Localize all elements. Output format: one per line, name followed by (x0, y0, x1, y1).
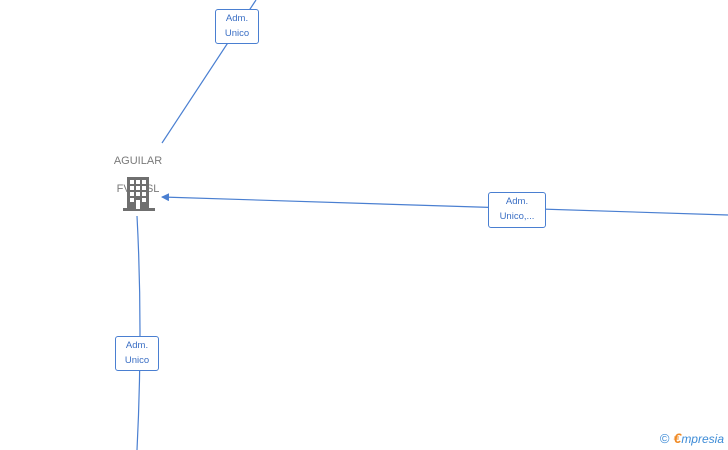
edge-label-right-line1: Adm. (505, 196, 529, 207)
edge-line-right (161, 193, 728, 216)
edge-line-bottom (136, 215, 141, 450)
edge-label-bottom-line1: Adm. (125, 340, 149, 351)
edge-label-top-line1: Adm. (225, 13, 249, 24)
copyright-icon: © (659, 431, 670, 446)
empresia-logo-e: € (673, 430, 682, 446)
edge-label-top-line2: Unico (224, 28, 250, 39)
edge-label-top[interactable]: Adm. Unico (215, 9, 259, 44)
edge-label-right[interactable]: Adm. Unico,... (488, 192, 546, 228)
company-name-line1: AGUILAR (113, 155, 163, 167)
building-icon[interactable] (122, 175, 156, 211)
empresia-watermark[interactable]: ©€mpresia (660, 430, 724, 446)
edge-label-bottom-line2: Unico (124, 355, 150, 366)
edge-label-right-line2: Unico,... (499, 211, 535, 222)
empresia-logo-text: mpresia (681, 432, 724, 446)
edge-label-bottom[interactable]: Adm. Unico (115, 336, 159, 371)
